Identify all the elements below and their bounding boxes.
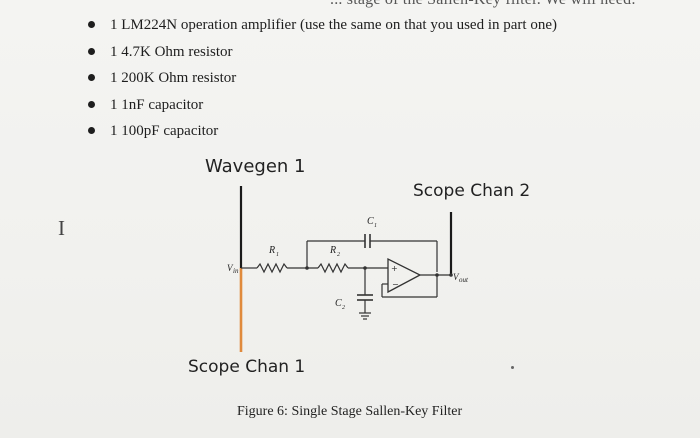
bullet-icon [88, 21, 95, 28]
r1-sub-label: 1 [276, 252, 279, 258]
cut-off-header-text: ... stage of the Sallen-Key filter. We w… [330, 0, 636, 9]
bullet-icon [88, 74, 95, 81]
vout-sub-label: out [459, 276, 469, 284]
r2-sub-label: 2 [337, 252, 340, 258]
op-amp-icon [387, 257, 422, 294]
r1-label: R [268, 245, 275, 256]
r2-resistor [317, 262, 349, 274]
r1-resistor [256, 262, 288, 274]
wavegen-label: Wavegen 1 [205, 156, 306, 177]
list-item: 1 100pF capacitor [88, 118, 557, 145]
r2-label: R [329, 245, 336, 256]
list-item: 1 LM224N operation amplifier (use the sa… [88, 12, 557, 39]
op-amp-minus-icon: − [392, 280, 399, 289]
vout-label: V [453, 272, 460, 282]
stray-mark [511, 366, 514, 369]
list-item: 1 1nF capacitor [88, 92, 557, 119]
scope-chan-2-label: Scope Chan 2 [413, 181, 531, 201]
c2-sub-label: 2 [342, 305, 345, 311]
list-item: 1 200K Ohm resistor [88, 65, 557, 92]
parts-list: 1 LM224N operation amplifier (use the sa… [88, 12, 557, 145]
vin-sub-label: in [233, 267, 239, 275]
text-cursor-icon: I [58, 216, 65, 240]
vin-label: V [227, 263, 234, 273]
c1-sub-label: 1 [374, 223, 377, 229]
figure-caption: Figure 6: Single Stage Sallen-Key Filter [237, 404, 463, 419]
c2-label: C [335, 298, 342, 309]
bullet-icon [88, 47, 95, 55]
op-amp-plus-icon: + [391, 264, 398, 273]
bullet-icon [88, 100, 95, 108]
scope-chan-1-label: Scope Chan 1 [188, 357, 306, 377]
c1-label: C [367, 216, 374, 227]
list-item: 1 4.7K Ohm resistor [88, 39, 557, 66]
bullet-icon [88, 127, 95, 134]
